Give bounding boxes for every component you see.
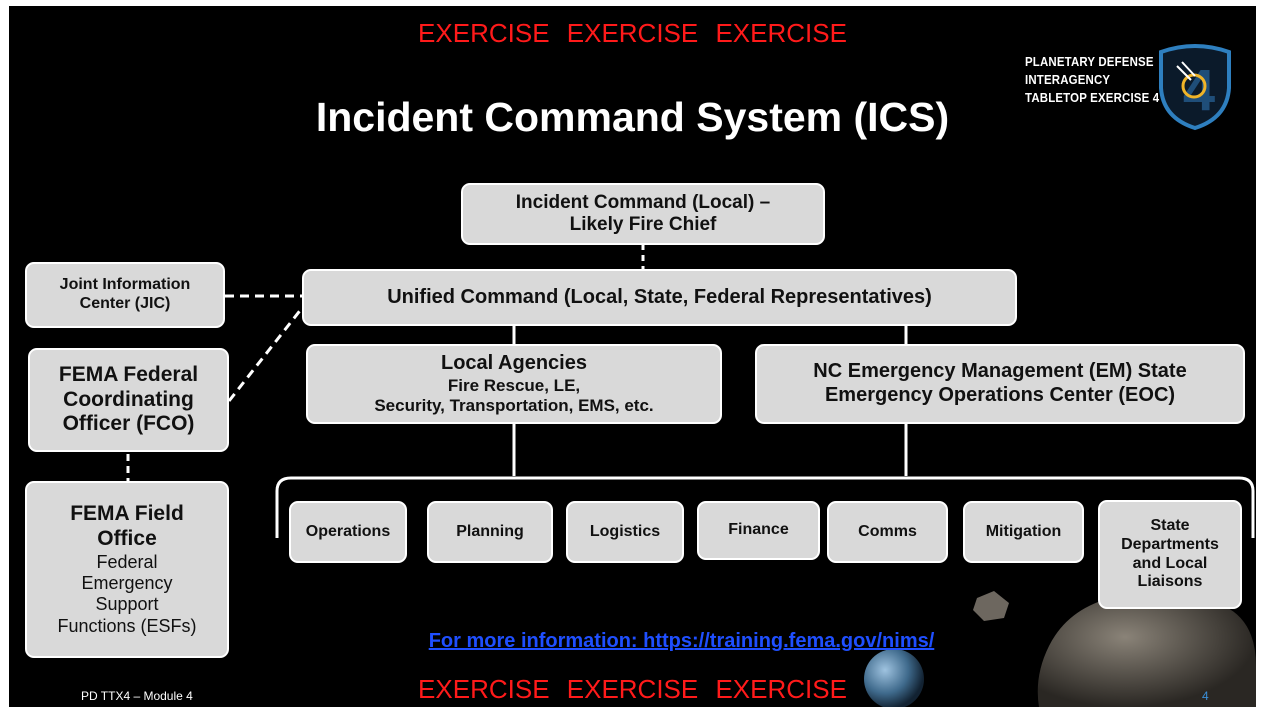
nc-em-line-1: NC Emergency Management (EM) State [813, 360, 1187, 383]
field-office-desc-3: Support [95, 594, 159, 615]
section-mitigation-label: Mitigation [985, 522, 1062, 540]
fco-line-3: Officer (FCO) [62, 412, 195, 436]
field-office-desc-1: Federal [96, 551, 158, 572]
org-chart-connectors [126, 244, 1255, 538]
unified-command-box: Unified Command (Local, State, Federal R… [302, 269, 1017, 326]
section-operations-box: Operations [289, 501, 407, 563]
pdtx-badge-icon: 4 [1159, 44, 1231, 131]
jic-line-2: Center (JIC) [79, 295, 171, 312]
section-logistics-label: Logistics [589, 522, 661, 540]
field-office-desc-4: Functions (ESFs) [57, 615, 197, 636]
jic-line-1: Joint Information [59, 276, 191, 294]
exercise-banner-top: EXERCISE EXERCISE EXERCISE [418, 18, 847, 48]
exercise-banner-bottom: EXERCISE EXERCISE EXERCISE [418, 674, 847, 704]
small-rock [973, 591, 1009, 621]
local-agencies-line-2: Security, Transportation, EMS, etc. [374, 395, 654, 415]
incident-command-line-1: Incident Command (Local) – [515, 191, 771, 213]
logo-line-1: PLANETARY DEFENSE [1025, 54, 1154, 69]
section-comms-label: Comms [858, 522, 917, 540]
section-finance-box: Finance [697, 501, 820, 560]
fema-field-office-box: FEMA Field Office Federal Emergency Supp… [25, 481, 229, 658]
section-planning-label: Planning [456, 522, 524, 540]
nc-em-box: NC Emergency Management (EM) State Emerg… [755, 344, 1245, 424]
page-number: 4 [1202, 689, 1209, 703]
local-agencies-box: Local Agencies Fire Rescue, LE, Security… [306, 344, 722, 424]
section-finance-label: Finance [728, 521, 789, 539]
logo-line-3: TABLETOP EXERCISE 4 [1025, 90, 1160, 105]
section-mitigation-box: Mitigation [963, 501, 1084, 563]
local-agencies-line-1: Fire Rescue, LE, [447, 375, 581, 395]
field-office-title-2: Office [97, 527, 157, 551]
section-planning-box: Planning [427, 501, 553, 563]
liaisons-line-4: Liaisons [1137, 573, 1203, 591]
field-office-title-1: FEMA Field [70, 502, 184, 526]
section-logistics-box: Logistics [566, 501, 684, 563]
incident-command-box: Incident Command (Local) – Likely Fire C… [461, 183, 825, 245]
section-comms-box: Comms [827, 501, 948, 563]
jic-box: Joint Information Center (JIC) [25, 262, 225, 328]
section-operations-label: Operations [305, 522, 391, 540]
slide-title: Incident Command System (ICS) [315, 94, 950, 140]
fco-box: FEMA Federal Coordinating Officer (FCO) [28, 348, 229, 452]
space-decoration [864, 590, 1256, 707]
slide: EXERCISE EXERCISE EXERCISE Incident Comm… [9, 6, 1256, 707]
logo-line-2: INTERAGENCY [1025, 72, 1111, 87]
incident-command-line-2: Likely Fire Chief [569, 214, 717, 235]
nc-em-line-2: Emergency Operations Center (EOC) [824, 384, 1176, 406]
liaisons-line-3: and Local [1132, 554, 1208, 572]
local-agencies-title: Local Agencies [441, 352, 587, 375]
footer-module-label: PD TTX4 – Module 4 [81, 689, 193, 703]
liaisons-line-2: Departments [1121, 535, 1219, 553]
fco-line-2: Coordinating [63, 387, 194, 411]
fema-nims-link[interactable]: For more information: https://training.f… [428, 630, 935, 652]
logo-text: PLANETARY DEFENSE INTERAGENCY TABLETOP E… [1025, 53, 1159, 107]
field-office-desc-2: Emergency [81, 573, 173, 594]
planet-earth [864, 649, 924, 707]
unified-command-label: Unified Command (Local, State, Federal R… [387, 285, 932, 308]
fco-line-1: FEMA Federal [58, 362, 199, 386]
liaisons-line-1: State [1150, 516, 1190, 534]
asteroid [1037, 590, 1256, 707]
liaisons-box: State Departments and Local Liaisons [1098, 500, 1242, 609]
